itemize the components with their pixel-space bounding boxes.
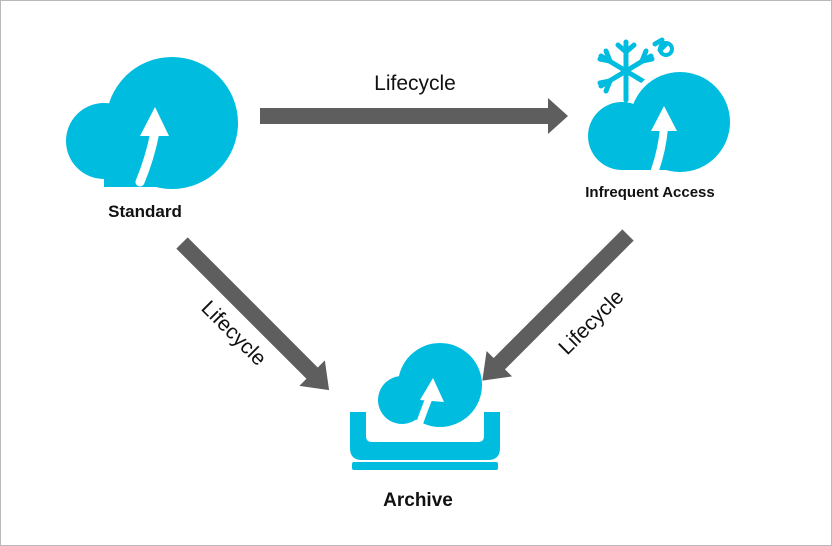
cloud-upload-icon	[66, 57, 238, 189]
node-label-infrequent-access: Infrequent Access	[585, 184, 715, 201]
edge-label-standard-to-archive: Lifecycle	[197, 296, 271, 370]
node-label-archive: Archive	[383, 490, 453, 511]
snowflake-cloud-upload-icon	[588, 37, 735, 177]
snowflake-icon	[597, 37, 669, 103]
arrow-standard-to-infrequent	[260, 98, 568, 134]
arrow-standard-to-archive	[176, 237, 330, 391]
edge-label-standard-to-infrequent: Lifecycle	[374, 72, 456, 95]
archive-box-cloud-icon	[350, 343, 500, 470]
arrow-infrequent-to-archive	[482, 229, 634, 381]
node-label-standard: Standard	[108, 202, 182, 221]
